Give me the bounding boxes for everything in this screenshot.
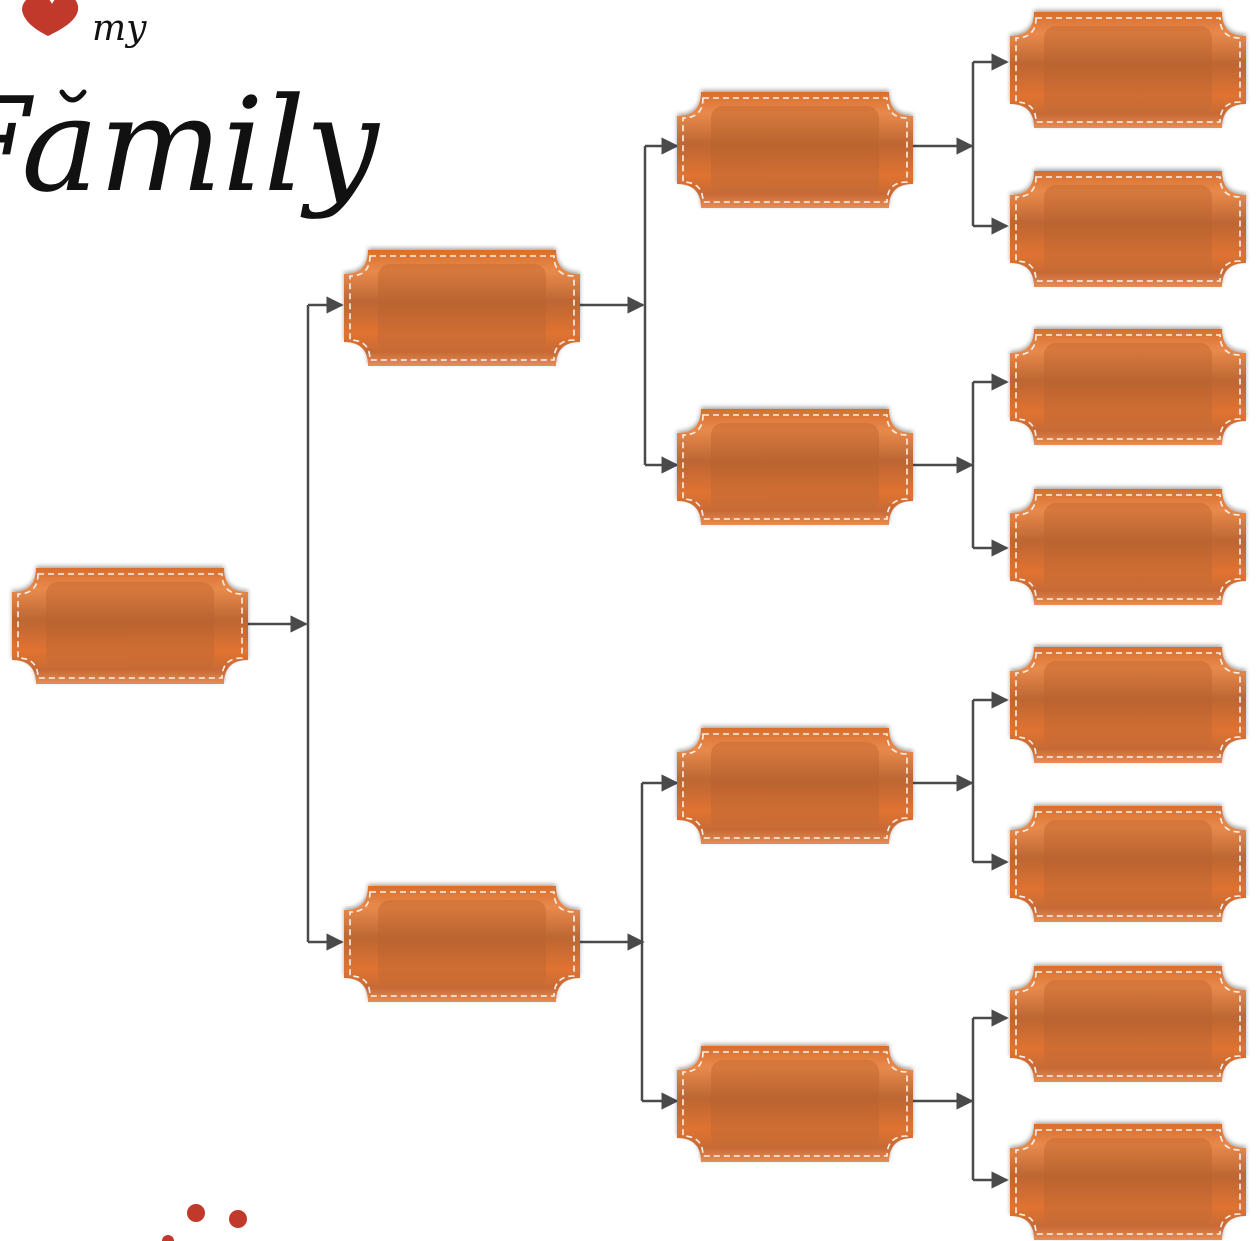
- plate-inner-panel: [378, 900, 546, 988]
- decor-dots: [162, 1204, 247, 1241]
- name-plate-gen3-4: [677, 1046, 913, 1162]
- name-plate-gen4-2: [1010, 171, 1246, 287]
- name-plate-gen4-5: [1010, 647, 1246, 763]
- plate-inner-panel: [1044, 820, 1212, 908]
- name-plate-gen3-2: [677, 409, 913, 525]
- name-plate-gen4-3: [1010, 329, 1246, 445]
- plate-inner-panel: [46, 582, 214, 670]
- heart-icon: [22, 0, 78, 36]
- plate-inner-panel: [1044, 503, 1212, 591]
- name-plate-gen4-8: [1010, 1124, 1246, 1240]
- decor-dot: [229, 1210, 247, 1228]
- name-plate-gen4-4: [1010, 489, 1246, 605]
- plate-inner-panel: [378, 264, 546, 352]
- plate-inner-panel: [1044, 343, 1212, 431]
- name-plate-gen4-6: [1010, 806, 1246, 922]
- name-plate-gen3-3: [677, 728, 913, 844]
- plate-inner-panel: [1044, 1138, 1212, 1226]
- plate-inner-panel: [711, 742, 879, 830]
- name-plate-gen3-1: [677, 92, 913, 208]
- plate-inner-panel: [711, 423, 879, 511]
- name-plate-gen2-2: [344, 886, 580, 1002]
- name-plate-gen2-1: [344, 250, 580, 366]
- name-plate-gen4-1: [1010, 12, 1246, 128]
- decor-dot: [162, 1235, 174, 1241]
- plate-inner-panel: [1044, 661, 1212, 749]
- title-word-family: Family: [0, 69, 380, 221]
- plate-inner-panel: [711, 1060, 879, 1148]
- decor-dot: [187, 1204, 205, 1222]
- plate-inner-panel: [711, 106, 879, 194]
- plate-inner-panel: [1044, 26, 1212, 114]
- family-title-art: my Family: [0, 0, 380, 221]
- plate-inner-panel: [1044, 185, 1212, 273]
- name-plate-gen4-7: [1010, 966, 1246, 1082]
- plate-inner-panel: [1044, 980, 1212, 1068]
- name-plate-gen1-1: [12, 568, 248, 684]
- title-word-my: my: [92, 8, 147, 49]
- connector-lines: [230, 62, 1007, 1180]
